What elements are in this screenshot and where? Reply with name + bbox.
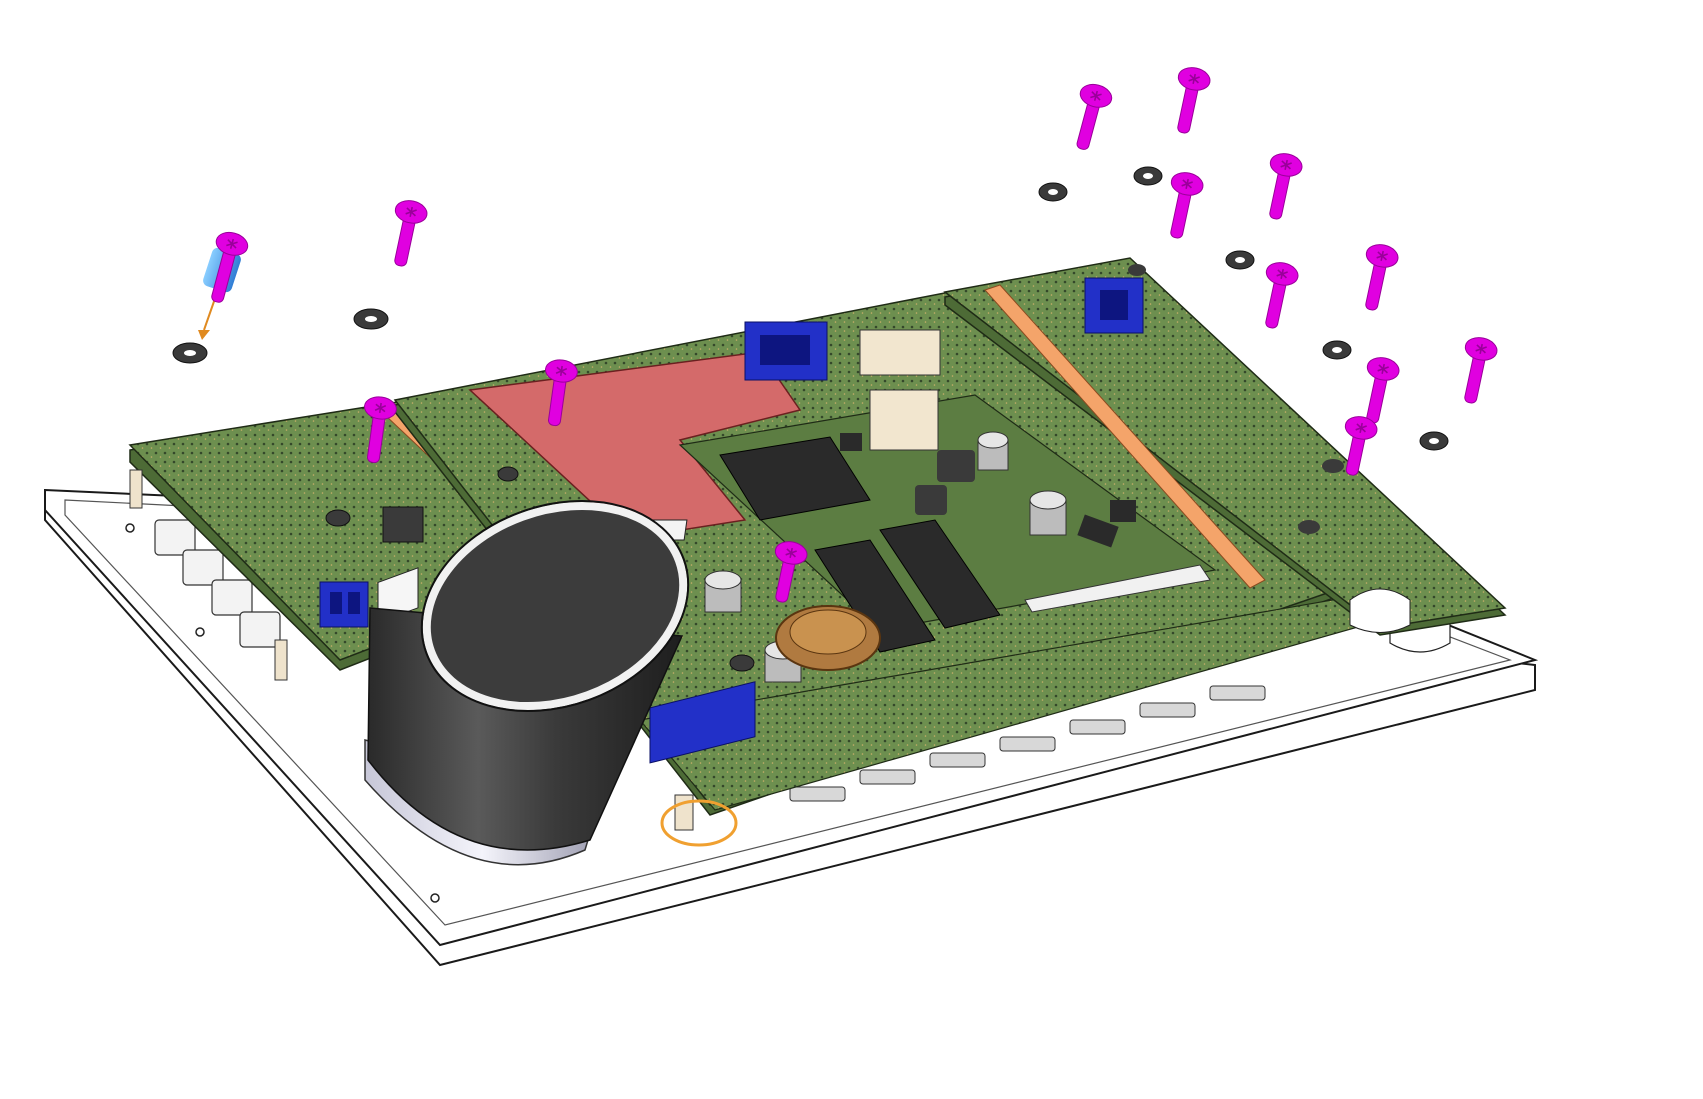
screw-icon (1464, 337, 1498, 404)
speaker-top (422, 501, 688, 711)
washer (1048, 189, 1058, 195)
inductor (915, 485, 947, 515)
washer (1429, 438, 1439, 444)
ic-small (840, 433, 862, 451)
connector-blue (744, 321, 828, 381)
washer (1322, 459, 1344, 473)
keypad-row (154, 519, 281, 648)
base-plate-hole (195, 627, 205, 637)
capacitor (977, 431, 1009, 471)
screw-icon (364, 396, 397, 464)
memory-ic (879, 519, 1001, 629)
washer (497, 466, 519, 482)
capacitor (1029, 490, 1067, 536)
ic-small (1077, 514, 1119, 548)
screw-icon (1269, 153, 1303, 220)
washer-group (172, 166, 1449, 451)
base-plate-hole (430, 893, 440, 903)
washer (729, 654, 755, 672)
screw-group (211, 67, 1498, 603)
edge-connector (1024, 564, 1211, 613)
battery-holder (775, 605, 881, 671)
screw-icon (211, 231, 249, 303)
keypad-row (789, 685, 1266, 802)
screw-icon (1170, 172, 1204, 239)
connector-blue (649, 681, 756, 764)
connector-black (382, 506, 424, 543)
screw-icon (545, 359, 578, 427)
base-plate-hole (125, 523, 135, 533)
washer (1332, 347, 1342, 353)
screw-icon (774, 541, 808, 603)
screw-icon (1265, 262, 1299, 329)
ic-small (1110, 500, 1136, 522)
connector-blue (319, 581, 369, 628)
screw-icon (1076, 83, 1113, 150)
connector-blue (1084, 277, 1144, 334)
screw-icon (394, 200, 428, 267)
screw-icon (1177, 67, 1211, 134)
board-cutout (1349, 588, 1411, 633)
washer (184, 350, 196, 356)
connector-beige (859, 329, 941, 451)
cylinder-speaker (364, 499, 690, 866)
capacitor (704, 570, 742, 613)
washer (1143, 173, 1153, 179)
washer (1298, 520, 1320, 534)
washer (1235, 257, 1245, 263)
pin-header-orange (984, 284, 1266, 589)
screw-icon (1365, 244, 1399, 311)
screw-icon (1366, 357, 1400, 424)
right-pcb (943, 257, 1507, 636)
washer (1128, 264, 1146, 276)
standoff (274, 639, 288, 681)
screw-icon (1344, 416, 1378, 476)
orange-circle-marker (660, 799, 738, 847)
processor-ic (719, 436, 871, 521)
speaker-top-outline (420, 499, 690, 713)
standoff (129, 469, 143, 509)
right-pcb-top (943, 257, 1507, 629)
washer (325, 509, 351, 527)
washer (365, 316, 377, 322)
inductor (937, 450, 975, 482)
